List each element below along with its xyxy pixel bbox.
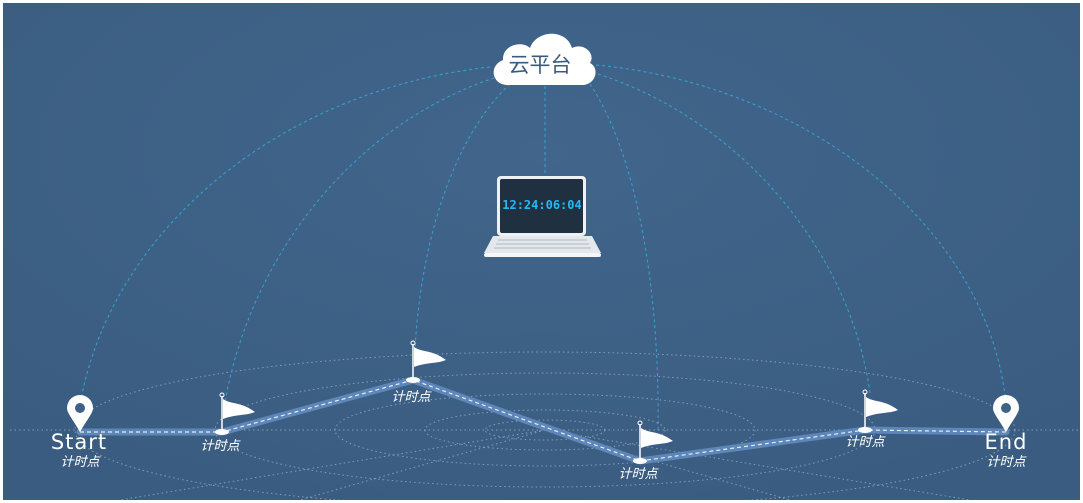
flag-icon [633, 420, 673, 464]
checkpoint-label: 计时点 [618, 467, 659, 482]
connector-checkpoint-3 [589, 83, 659, 433]
laptop: 12:24:06:04 [484, 176, 601, 257]
end-marker: End 计时点 [985, 395, 1028, 470]
flag-icon [858, 389, 898, 433]
laptop-clock: 12:24:06:04 [502, 198, 581, 212]
cloud-platform: 云平台 [493, 33, 596, 85]
connector-start [79, 66, 491, 406]
route-path [76, 376, 1010, 465]
end-sublabel: 计时点 [986, 455, 1027, 470]
checkpoint-label: 计时点 [391, 390, 432, 405]
map-pin-icon [993, 395, 1019, 432]
checkpoint-3: 计时点 [618, 420, 673, 482]
connector-checkpoint-2 [414, 83, 511, 351]
start-sublabel: 计时点 [60, 455, 101, 470]
cloud-icon [493, 33, 596, 85]
start-label: Start [51, 430, 107, 454]
end-label: End [985, 430, 1028, 454]
flag-icon [406, 340, 446, 383]
flag-icon [215, 392, 255, 435]
connector-checkpoint-4 [597, 73, 871, 394]
checkpoint-label: 计时点 [200, 439, 241, 454]
checkpoint-2: 计时点 [391, 340, 446, 405]
start-marker: Start 计时点 [51, 395, 107, 470]
cloud-connectors [79, 64, 1007, 433]
checkpoint-4: 计时点 [845, 389, 898, 450]
checkpoint-label: 计时点 [845, 435, 886, 450]
cloud-label: 云平台 [509, 53, 572, 77]
map-pin-icon [67, 395, 93, 432]
laptop-icon [484, 176, 601, 257]
checkpoint-1: 计时点 [200, 392, 255, 454]
